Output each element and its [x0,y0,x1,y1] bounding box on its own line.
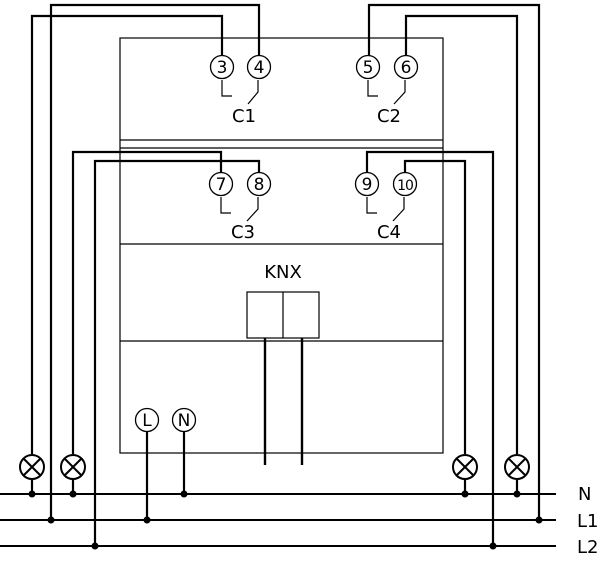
junction-dots [28,490,543,550]
housing-outline [119,37,444,454]
terminal-4-label: 4 [254,58,265,78]
device-housing [119,37,444,454]
wire-t4-l1 [49,3,261,520]
channel-c4-label: C4 [377,222,401,243]
terminal-3: 3 [209,54,235,80]
terminal-6: 6 [393,54,419,80]
terminal-3-label: 3 [217,58,228,78]
junction-dot [143,516,151,524]
terminals: 3 4 5 6 7 8 9 10 [134,54,419,433]
knx-label: KNX [264,262,302,283]
contact-symbols [220,80,406,222]
bus-l1-label: L1 [577,511,598,532]
junction-dot [461,490,469,498]
terminal-5-label: 5 [363,58,374,78]
terminal-7: 7 [208,171,234,197]
contact-c3-symbol [220,197,259,222]
junction-dot [91,542,99,550]
terminal-8-label: 8 [254,175,265,195]
terminal-4: 4 [246,54,272,80]
contact-c1-symbol [221,80,259,105]
channel-c3-label: C3 [231,222,255,243]
lamp-2 [60,454,86,480]
terminal-5: 5 [355,54,381,80]
junction-dot [47,516,55,524]
terminal-9: 9 [354,171,380,197]
terminal-l: L [134,407,160,433]
terminal-l-label: L [142,411,152,431]
lamp-4 [504,454,530,480]
wire-t6-lamp4 [404,14,519,454]
bus-l2-label: L2 [577,537,598,558]
channel-c2-label: C2 [377,106,401,127]
lamp-1 [19,454,45,480]
wire-t8-l2 [93,159,261,546]
junction-dot [513,490,521,498]
wire-t5-l1 [367,3,541,520]
terminal-n: N [171,407,197,433]
terminal-10-label: 10 [397,178,413,194]
junction-dot [69,490,77,498]
terminal-9-label: 9 [362,175,373,195]
terminal-7-label: 7 [216,175,227,195]
contact-c4-symbol [366,197,405,222]
junction-dot [489,542,497,550]
channel-c1-label: C1 [232,106,256,127]
terminal-8: 8 [246,171,272,197]
knx-connector: KNX [246,262,320,465]
wire-t10-lamp3 [403,159,467,454]
junction-dot [535,516,543,524]
wire-t3-lamp1 [30,14,224,454]
junction-dot [28,490,36,498]
terminal-10: 10 [392,171,418,197]
bus-n-label: N [578,484,591,505]
bus-lines [0,493,556,547]
wire-t9-l2 [365,150,495,546]
contact-c2-symbol [367,80,406,105]
terminal-n-label: N [178,411,191,431]
junction-dot [180,490,188,498]
wiring [30,3,541,546]
terminal-6-label: 6 [401,58,412,78]
lamp-3 [452,454,478,480]
